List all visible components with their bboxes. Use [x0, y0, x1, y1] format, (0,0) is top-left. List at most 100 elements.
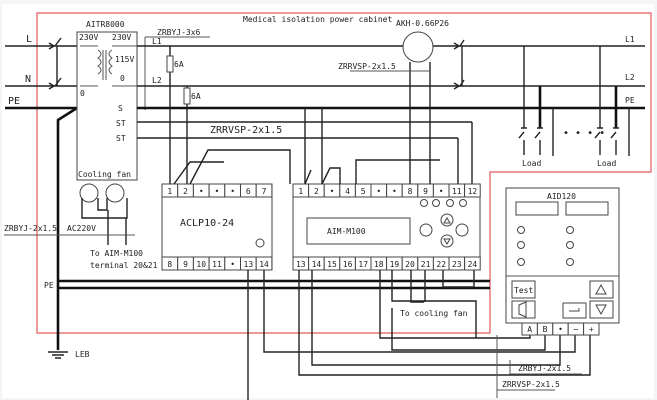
aim-wiring: [379, 270, 477, 338]
aim-terminal-label: 14: [312, 260, 322, 269]
aclp-terminal-label: 1: [167, 187, 172, 196]
aim-terminal-label: •: [330, 187, 335, 196]
tap-voltage: 115V: [115, 55, 134, 64]
aim-terminal-label: 20: [405, 260, 415, 269]
aim-terminal-label: 1: [298, 187, 303, 196]
aclp-terminal-label: 14: [259, 260, 269, 269]
aid-wiring: [247, 270, 591, 400]
primary-voltage: 230V: [79, 33, 98, 42]
aid-terminal-label: B: [543, 325, 548, 334]
cabinet-title: Medical isolation power cabinet: [243, 15, 392, 24]
fan-1-icon: [79, 183, 99, 203]
aim-up-button: [440, 213, 454, 227]
aid-terminal-label: •: [558, 325, 563, 334]
aid-terminal: [583, 322, 600, 336]
signal-wiring: [173, 149, 440, 185]
zero-tap: 0: [120, 74, 125, 83]
aid-down-button[interactable]: [589, 300, 614, 319]
aclp-terminal-label: 11: [212, 260, 222, 269]
aclp-terminal-label: •: [215, 187, 220, 196]
output-l2: L2: [152, 76, 162, 85]
aid-terminal-label: −: [573, 325, 578, 334]
aclp-terminal-label: 7: [262, 187, 267, 196]
fan-wiring: [81, 198, 128, 245]
input-lines: [5, 37, 78, 350]
aim-terminal-label: 2: [314, 187, 319, 196]
cable-leaders: [496, 335, 582, 398]
aid-terminal-label: A: [527, 325, 532, 334]
transformer-coil-icon: [80, 45, 137, 87]
aim-terminal-label: •: [439, 187, 444, 196]
mute-icon: [518, 301, 527, 318]
cable-signal: ZRRVSP-2x1.5: [210, 125, 282, 136]
fan-label: Cooling fan: [78, 170, 131, 179]
aim-terminal-label: 4: [345, 187, 350, 196]
terminal-st1: ST: [116, 119, 126, 128]
current-transformer-icon: [402, 31, 434, 63]
aim-model: AIM-M100: [327, 227, 366, 236]
aclp-terminal-label: 10: [196, 260, 206, 269]
aid-up-button[interactable]: [589, 280, 614, 299]
aim-terminal-label: •: [376, 187, 381, 196]
right-l1: L1: [625, 35, 635, 44]
aclp-model: ACLP10-24: [180, 218, 234, 229]
pe-ground-bus: [58, 279, 490, 290]
fuse-1-label: 6A: [174, 60, 184, 69]
aclp-terminal-label: 9: [183, 260, 188, 269]
terminal-s: S: [118, 104, 123, 113]
cable-main-leader: [144, 36, 210, 110]
aim-terminal-label: 19: [390, 260, 400, 269]
up-arrow-icon: [595, 283, 607, 295]
aim-fn-button: [419, 223, 433, 237]
cable-fan: ZRBYJ-2x1.5: [4, 224, 57, 233]
aim-terminal-label: 24: [468, 260, 478, 269]
secondary-voltage: 230V: [112, 33, 131, 42]
indicator-led-icon: [255, 238, 265, 248]
output-l1: L1: [152, 37, 162, 46]
aid-mute-button[interactable]: [511, 300, 536, 319]
down-arrow-icon: [595, 304, 607, 316]
right-pe: PE: [625, 96, 635, 105]
aim-terminal-label: •: [392, 187, 397, 196]
aclp-terminal: [255, 183, 273, 198]
aid-test-button[interactable]: [511, 280, 536, 299]
aid-terminal-label: +: [589, 325, 594, 334]
aclp-terminal-label: •: [230, 187, 235, 196]
fan-2-icon: [105, 183, 125, 203]
aim-terminal-label: 9: [423, 187, 428, 196]
right-l2: L2: [625, 73, 635, 82]
input-n-label: N: [25, 74, 31, 85]
main-breaker-icon: [453, 39, 465, 90]
enter-icon: [569, 308, 580, 312]
fan-note-2: terminal 20&21: [90, 261, 158, 270]
aim-terminal-label: 15: [327, 260, 337, 269]
aclp-terminal-label: 8: [167, 260, 172, 269]
aim-terminal-label: 8: [408, 187, 413, 196]
cable-main: ZRBYJ-3x6: [157, 28, 201, 37]
aim-terminal-label: 21: [421, 260, 431, 269]
cable-aid-power: ZRBYJ-2x1.5: [518, 364, 571, 373]
aid-model: AID120: [547, 192, 576, 201]
primary-zero: 0: [80, 89, 85, 98]
meter-model: AKH-0.66P26: [396, 19, 449, 28]
terminal-st2: ST: [116, 134, 126, 143]
fan-note-1: To AIM-M100: [90, 249, 143, 258]
load-branches: • • • •: [518, 46, 630, 156]
input-l-label: L: [26, 34, 32, 45]
load-2-label: Load: [597, 159, 616, 168]
aim-terminal: [464, 183, 481, 198]
aim-terminal-label: 13: [296, 260, 306, 269]
aim-terminal: [464, 256, 481, 271]
aim-enter-button: [455, 223, 469, 237]
aim-down-button: [440, 234, 454, 248]
cable-ct: ZRRVSP-2x1.5: [338, 62, 396, 71]
ground-icon: [48, 351, 68, 359]
fuse-2-label: 6A: [191, 92, 201, 101]
transformer-model: AITR8000: [86, 20, 125, 29]
aclp-terminal-label: 6: [246, 187, 251, 196]
ground-leb-label: LEB: [75, 350, 90, 359]
